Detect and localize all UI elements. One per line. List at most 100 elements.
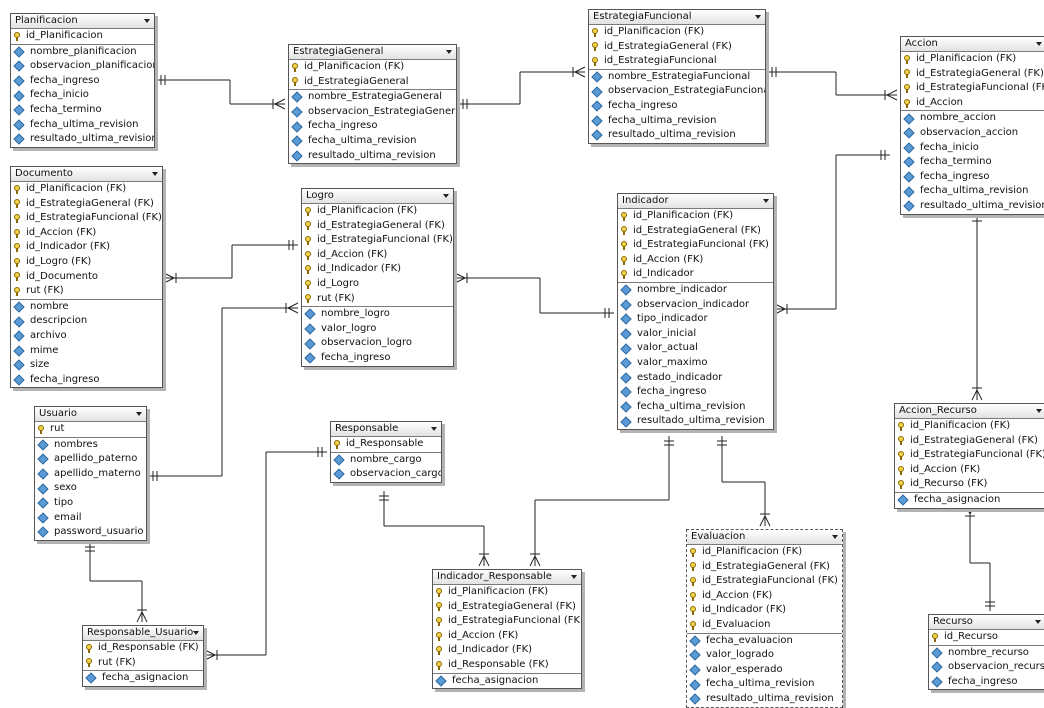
primary-key-field[interactable]: id_Indicador (FK): [433, 643, 581, 658]
rel-responsable-indicador-responsable[interactable]: [379, 491, 490, 567]
entity-title[interactable]: Indicador_Responsable: [433, 570, 581, 585]
primary-key-field[interactable]: id_Accion (FK): [895, 463, 1044, 478]
attribute-field[interactable]: observacion_EstrategiaFuncional: [589, 84, 765, 99]
attribute-field[interactable]: fecha_ultima_revision: [11, 118, 154, 133]
entity-title[interactable]: Responsable: [331, 422, 441, 437]
attribute-field[interactable]: observacion_accion: [901, 126, 1044, 141]
attribute-field[interactable]: fecha_ingreso: [11, 74, 154, 89]
primary-key-field[interactable]: id_Accion (FK): [302, 248, 453, 263]
attribute-field[interactable]: fecha_inicio: [11, 88, 154, 103]
attribute-field[interactable]: observacion_logro: [302, 336, 453, 351]
attribute-field[interactable]: fecha_asignacion: [83, 671, 203, 686]
rel-recurso-accion-recurso[interactable]: [964, 503, 995, 611]
primary-key-field[interactable]: id_Planificacion (FK): [895, 419, 1044, 434]
attribute-field[interactable]: fecha_ultima_revision: [618, 400, 773, 415]
primary-key-field[interactable]: id_EstrategiaFuncional (FK): [433, 614, 581, 629]
primary-key-field[interactable]: id_Recurso: [929, 630, 1044, 645]
attribute-field[interactable]: sexo: [35, 481, 146, 496]
attribute-field[interactable]: fecha_ingreso: [289, 119, 456, 134]
dropdown-arrow-icon[interactable]: [193, 631, 199, 635]
dropdown-arrow-icon[interactable]: [1036, 42, 1042, 46]
primary-key-field[interactable]: id_EstrategiaGeneral (FK): [901, 67, 1044, 82]
primary-key-field[interactable]: rut (FK): [83, 656, 203, 671]
primary-key-field[interactable]: id_Accion (FK): [687, 589, 842, 604]
attribute-field[interactable]: mime: [11, 344, 162, 359]
attribute-field[interactable]: apellido_paterno: [35, 452, 146, 467]
attribute-field[interactable]: valor_esperado: [687, 663, 842, 678]
entity-title[interactable]: Planificacion: [11, 14, 154, 29]
primary-key-field[interactable]: id_EstrategiaGeneral (FK): [433, 600, 581, 615]
attribute-field[interactable]: nombre_planificacion: [11, 45, 154, 60]
primary-key-field[interactable]: id_Planificacion (FK): [302, 204, 453, 219]
attribute-field[interactable]: fecha_termino: [901, 155, 1044, 170]
dropdown-arrow-icon[interactable]: [152, 172, 158, 176]
attribute-field[interactable]: descripcion: [11, 314, 162, 329]
attribute-field[interactable]: nombre_accion: [901, 111, 1044, 126]
primary-key-field[interactable]: id_Planificacion (FK): [687, 545, 842, 560]
primary-key-field[interactable]: id_EstrategiaFuncional (FK): [11, 211, 162, 226]
attribute-field[interactable]: valor_logrado: [687, 648, 842, 663]
primary-key-field[interactable]: id_EstrategiaFuncional (FK): [895, 448, 1044, 463]
attribute-field[interactable]: resultado_ultima_revision: [618, 414, 773, 429]
rel-planificacion-estrategiageneral[interactable]: [156, 75, 286, 110]
attribute-field[interactable]: fecha_ingreso: [302, 351, 453, 366]
attribute-field[interactable]: resultado_ultima_revision: [289, 149, 456, 164]
rel-usuario-documento[interactable]: [148, 302, 299, 481]
primary-key-field[interactable]: id_EstrategiaGeneral: [289, 75, 456, 90]
primary-key-field[interactable]: id_Evaluacion: [687, 618, 842, 633]
attribute-field[interactable]: nombres: [35, 438, 146, 453]
attribute-field[interactable]: resultado_ultima_revision: [11, 132, 154, 147]
dropdown-arrow-icon[interactable]: [446, 50, 452, 54]
primary-key-field[interactable]: id_Accion (FK): [433, 629, 581, 644]
rel-indicador-indicador-responsable[interactable]: [529, 436, 674, 567]
rel-estrategiageneral-estrategiafuncional[interactable]: [458, 66, 586, 109]
attribute-field[interactable]: tipo: [35, 496, 146, 511]
primary-key-field[interactable]: id_Planificacion (FK): [289, 60, 456, 75]
attribute-field[interactable]: fecha_evaluacion: [687, 634, 842, 649]
attribute-field[interactable]: fecha_ultima_revision: [589, 114, 765, 129]
rel-logro-documento[interactable]: [163, 240, 298, 284]
primary-key-field[interactable]: id_EstrategiaGeneral (FK): [11, 197, 162, 212]
attribute-field[interactable]: resultado_ultima_revision: [687, 692, 842, 707]
primary-key-field[interactable]: rut (FK): [302, 292, 453, 307]
attribute-field[interactable]: observacion_indicador: [618, 298, 773, 313]
primary-key-field[interactable]: id_EstrategiaGeneral (FK): [895, 434, 1044, 449]
primary-key-field[interactable]: id_Planificacion (FK): [11, 182, 162, 197]
attribute-field[interactable]: fecha_asignacion: [895, 493, 1044, 508]
attribute-field[interactable]: valor_actual: [618, 341, 773, 356]
attribute-field[interactable]: resultado_ultima_revision: [901, 199, 1044, 214]
entity-title[interactable]: Evaluacion: [687, 530, 842, 545]
attribute-field[interactable]: fecha_termino: [11, 103, 154, 118]
entity-title[interactable]: Documento: [11, 167, 162, 182]
entity-title[interactable]: Accion_Recurso: [895, 404, 1044, 419]
entity-title[interactable]: Logro: [302, 189, 453, 204]
attribute-field[interactable]: fecha_ingreso: [929, 675, 1044, 690]
attribute-field[interactable]: valor_logro: [302, 322, 453, 337]
attribute-field[interactable]: fecha_ingreso: [618, 385, 773, 400]
entity-title[interactable]: Accion: [901, 37, 1044, 52]
rel-accion-indicador[interactable]: [774, 150, 890, 315]
entity-title[interactable]: Responsable_Usuario: [83, 626, 203, 641]
primary-key-field[interactable]: id_Responsable (FK): [83, 641, 203, 656]
primary-key-field[interactable]: id_EstrategiaFuncional (FK): [618, 238, 773, 253]
primary-key-field[interactable]: rut: [35, 422, 146, 437]
attribute-field[interactable]: nombre: [11, 300, 162, 315]
primary-key-field[interactable]: id_EstrategiaGeneral (FK): [687, 560, 842, 575]
attribute-field[interactable]: tipo_indicador: [618, 312, 773, 327]
primary-key-field[interactable]: id_Indicador: [618, 267, 773, 282]
attribute-field[interactable]: nombre_recurso: [929, 646, 1044, 661]
attribute-field[interactable]: fecha_ingreso: [11, 373, 162, 388]
primary-key-field[interactable]: id_EstrategiaFuncional: [589, 54, 765, 69]
rel-indicador-evaluacion[interactable]: [717, 436, 771, 527]
dropdown-arrow-icon[interactable]: [144, 19, 150, 23]
attribute-field[interactable]: nombre_cargo: [331, 453, 441, 468]
dropdown-arrow-icon[interactable]: [136, 412, 142, 416]
attribute-field[interactable]: observacion_EstrategiaGeneral: [289, 105, 456, 120]
primary-key-field[interactable]: id_Indicador (FK): [687, 603, 842, 618]
dropdown-arrow-icon[interactable]: [832, 535, 838, 539]
